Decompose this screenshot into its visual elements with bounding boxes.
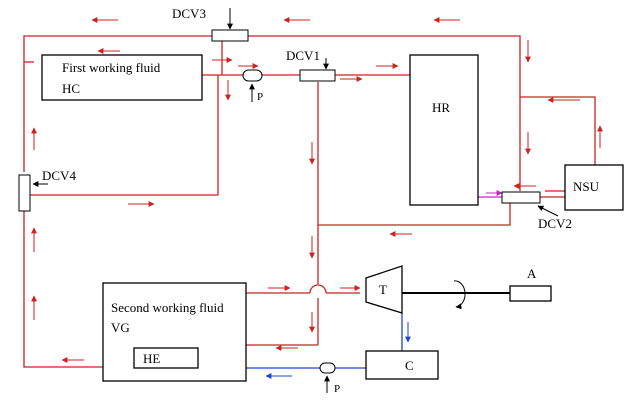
vg-label-line2: VG — [111, 320, 130, 335]
red-piping — [23, 35, 596, 368]
nsu-box: NSU — [564, 164, 624, 211]
hr-label: HR — [432, 100, 450, 115]
dcv4-label: DCV4 — [42, 168, 76, 183]
pump-icon: P — [242, 69, 263, 103]
dcv1-valve: DCV1 — [286, 48, 336, 82]
dcv1-label: DCV1 — [286, 48, 320, 63]
hc-label-line1: First working fluid — [62, 60, 161, 75]
dcv3-label: DCV3 — [172, 6, 206, 21]
dcv4-valve: DCV4 — [18, 168, 76, 212]
pump-top-label: P — [257, 91, 263, 103]
a-box: A — [509, 266, 552, 302]
he-box: HE — [133, 347, 199, 369]
blue-arrows — [265, 322, 411, 379]
a-label: A — [527, 266, 537, 281]
compressor-box: C — [365, 350, 439, 380]
he-label: HE — [143, 351, 160, 366]
dcv2-label: DCV2 — [538, 216, 572, 231]
hc-box: First working fluid HC — [41, 54, 203, 101]
blue-piping — [246, 313, 403, 369]
red-arrows — [31, 17, 603, 363]
shaft — [402, 280, 510, 310]
pump-icon: P — [319, 362, 340, 395]
dcv2-valve: DCV2 — [501, 191, 572, 231]
rotation-arrow-icon — [453, 280, 466, 310]
nsu-label: NSU — [573, 179, 600, 194]
hc-label-line2: HC — [62, 81, 80, 96]
turbine: T — [365, 265, 403, 314]
compressor-label: C — [405, 358, 414, 373]
pump-bottom-label: P — [334, 383, 340, 395]
turbine-label: T — [379, 282, 387, 297]
hr-box: HR — [409, 54, 479, 206]
vg-label-line1: Second working fluid — [111, 300, 224, 315]
dcv3-valve: DCV3 — [172, 6, 249, 42]
